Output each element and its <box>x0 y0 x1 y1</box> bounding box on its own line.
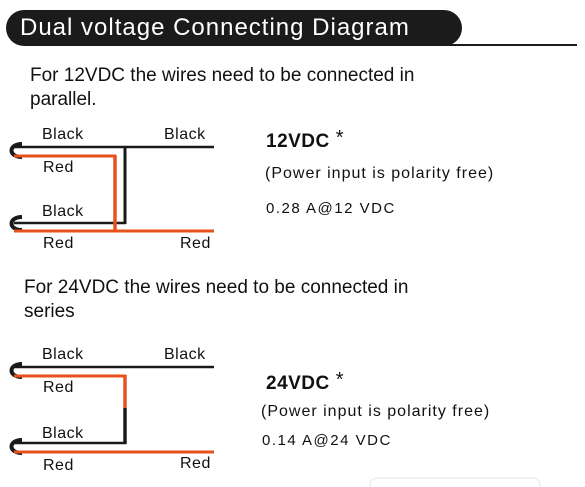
label-left-bottom-black: Black <box>42 203 84 220</box>
parallel-instructions-line1: For 12VDC the wires need to be connected… <box>30 65 415 86</box>
current-spec: 0.14 A@24 VDC <box>262 432 392 449</box>
page-title: Dual voltage Connecting Diagram <box>20 14 410 41</box>
footnote-star: * <box>335 369 345 391</box>
voltage-heading: 12VDC* <box>266 127 344 154</box>
current-spec: 0.28 A@12 VDC <box>266 200 396 217</box>
parallel-instructions-line2: parallel. <box>30 89 97 110</box>
parallel-diagram <box>9 142 214 233</box>
series-instructions-line1: For 24VDC the wires need to be connected… <box>24 277 409 298</box>
title-underline <box>440 44 577 46</box>
label-right-top-black: Black <box>164 126 206 143</box>
label-right-bottom-red: Red <box>180 455 211 472</box>
label-left-top-black: Black <box>42 126 84 143</box>
label-right-bottom-red: Red <box>180 235 211 252</box>
voltage-value: 12VDC <box>266 131 330 152</box>
polarity-note: (Power input is polarity free) <box>265 165 495 182</box>
label-left-bottom-black: Black <box>42 425 84 442</box>
series-diagram <box>9 362 214 455</box>
label-right-top-black: Black <box>164 346 206 363</box>
polarity-note: (Power input is polarity free) <box>261 403 491 420</box>
label-left-top-black: Black <box>42 346 84 363</box>
label-left-bottom-red: Red <box>43 457 74 474</box>
label-left-top-red: Red <box>43 159 74 176</box>
series-instructions-line2: series <box>24 301 75 322</box>
label-left-bottom-red: Red <box>43 235 74 252</box>
voltage-value: 24VDC <box>266 373 330 394</box>
label-left-top-red: Red <box>43 379 74 396</box>
voltage-heading: 24VDC* <box>266 369 344 396</box>
footer-tab <box>369 477 541 487</box>
title-banner <box>6 10 462 46</box>
footnote-star: * <box>335 127 345 149</box>
